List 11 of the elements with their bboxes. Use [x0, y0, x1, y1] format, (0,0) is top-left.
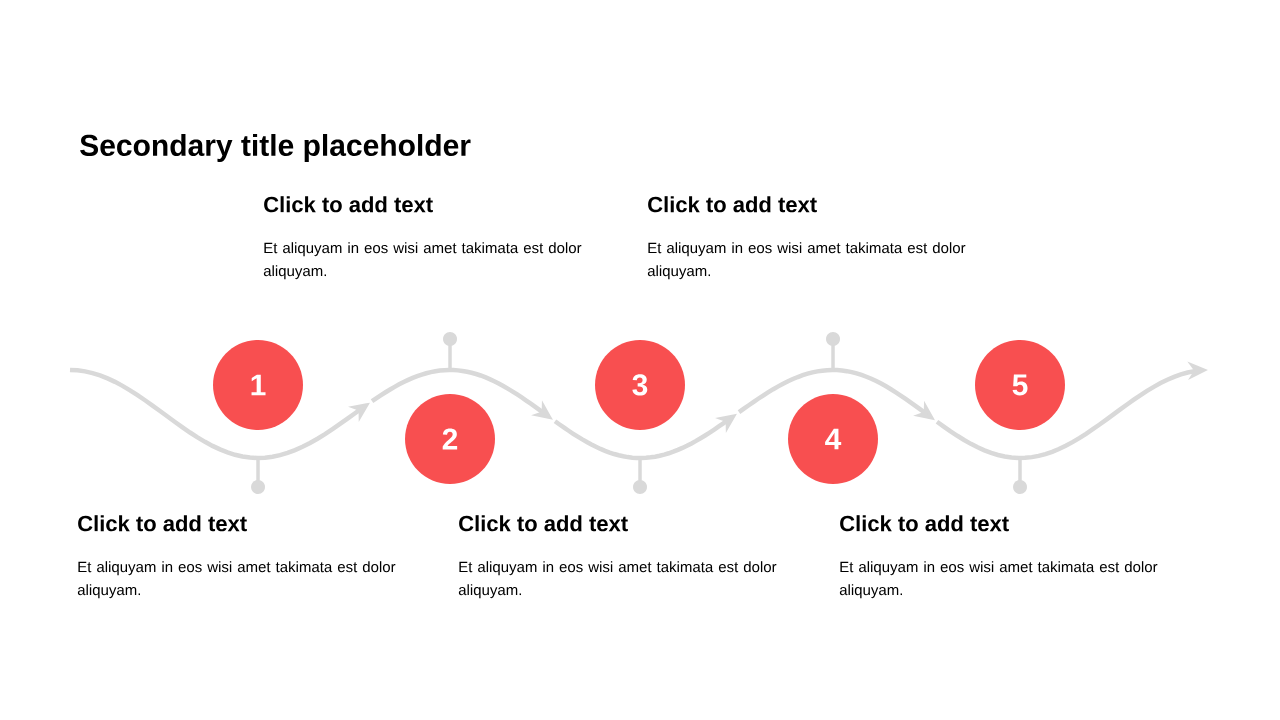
step-description: Et aliquyam in eos wisi amet takimata est dolor aliquyam.: [839, 561, 1158, 599]
title: Secondary title placeholder: [80, 134, 471, 162]
step-heading: Click to add text: [459, 515, 628, 532]
step-heading: Click to add text: [264, 196, 433, 213]
step-description: Et aliquyam in eos wisi amet takimata est dolor aliquyam.: [458, 561, 777, 599]
step-description: Et aliquyam in eos wisi amet takimata est dolor aliquyam.: [263, 242, 582, 280]
step-description: Et aliquyam in eos wisi amet takimata est dolor aliquyam.: [77, 561, 396, 599]
step-heading: Click to add text: [840, 515, 1009, 532]
step-heading: Click to add text: [78, 515, 247, 532]
step-heading: Click to add text: [648, 196, 817, 213]
step-description: Et aliquyam in eos wisi amet takimata est dolor aliquyam.: [647, 242, 966, 280]
